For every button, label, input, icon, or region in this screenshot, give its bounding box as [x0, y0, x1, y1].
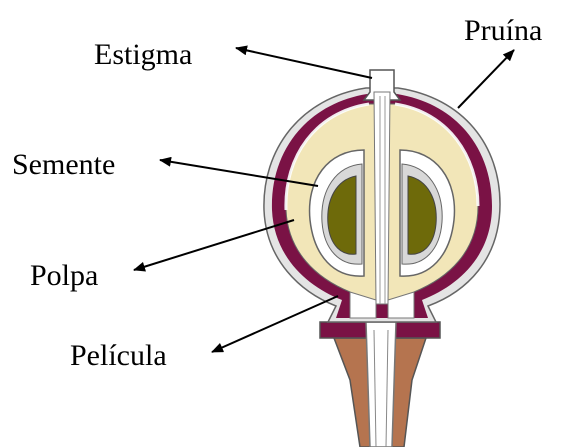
estigma-label: Estigma	[94, 38, 192, 71]
pelicula-label: Película	[70, 339, 167, 372]
pelicula-arrow	[212, 296, 338, 352]
pruina-label: Pruína	[464, 14, 542, 47]
stem	[320, 322, 440, 447]
estigma-arrow	[236, 48, 372, 78]
semente-label: Semente	[12, 148, 115, 181]
polpa-label: Polpa	[30, 259, 98, 292]
pruina-arrow	[458, 50, 514, 108]
polpa-arrow	[134, 220, 294, 270]
